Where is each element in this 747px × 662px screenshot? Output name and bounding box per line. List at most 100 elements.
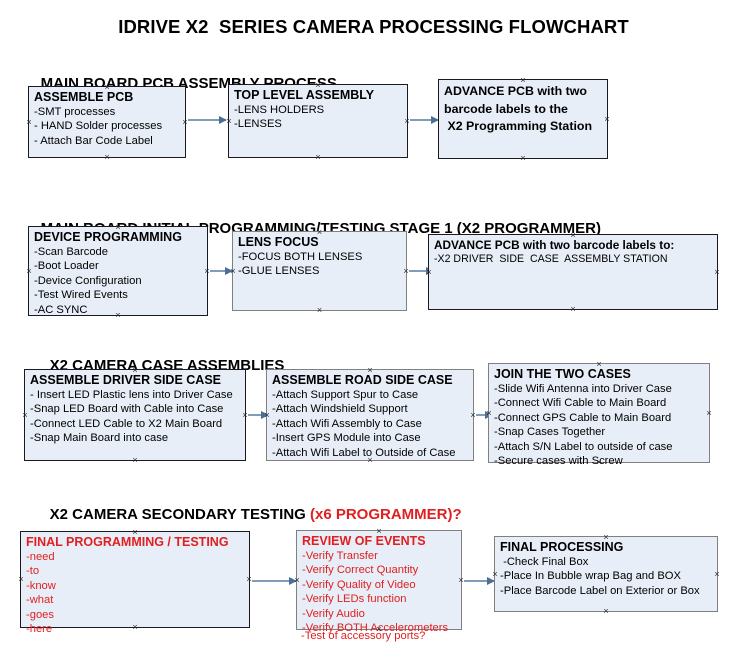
node-title: ASSEMBLE ROAD SIDE CASE — [272, 373, 453, 387]
node-title: FINAL PROCESSING — [500, 540, 624, 554]
connector-handle-top[interactable] — [367, 367, 374, 374]
arrow-1-2 — [410, 115, 439, 124]
node-line: -Verify BOTH Accelerometers — [302, 622, 449, 635]
node-line: -Attach Support Spur to Case — [272, 388, 419, 401]
node-advance-pcb-to-driver-side-case[interactable]: ADVANCE PCB with two barcode labels to: … — [428, 234, 718, 310]
node-line: -Verify Audio — [302, 607, 365, 620]
connector-handle-right[interactable] — [706, 410, 713, 417]
node-join-the-two-cases[interactable]: JOIN THE TWO CASES -Slide Wifi Antenna i… — [486, 361, 713, 467]
node-line: -Verify Transfer — [302, 549, 378, 562]
node-line: -Scan Barcode — [34, 245, 109, 258]
node-line: - HAND Solder processes — [34, 120, 163, 133]
connector-handle-right[interactable] — [714, 571, 721, 578]
node-line: -SMT processes — [34, 105, 116, 118]
connector-handle-left[interactable] — [492, 571, 499, 578]
connector-handle-bottom[interactable] — [367, 457, 374, 464]
arrow-4-1 — [252, 576, 297, 585]
node-line: -Attach S/N Label to outside of case — [494, 440, 673, 453]
node-title: TOP LEVEL ASSEMBLY — [234, 88, 375, 102]
node-title: JOIN THE TWO CASES — [494, 367, 631, 381]
connector-handle-left[interactable] — [264, 412, 271, 419]
connector-handle-top[interactable] — [596, 361, 603, 368]
node-line: -Connect GPS Cable to Main Board — [494, 411, 672, 424]
connector-handle-bottom[interactable] — [603, 608, 610, 615]
connector-handle-top[interactable] — [104, 84, 111, 91]
connector-handle-top[interactable] — [570, 232, 577, 239]
node-line: -Device Configuration — [34, 274, 142, 287]
connector-handle-bottom[interactable] — [596, 459, 603, 466]
node-title: ADVANCE PCB with two barcode labels to: — [434, 238, 675, 252]
node-line: -FOCUS BOTH LENSES — [238, 250, 363, 263]
connector-handle-right[interactable] — [714, 269, 721, 276]
connector-handle-top[interactable] — [132, 367, 139, 374]
node-line: -what — [26, 594, 54, 607]
connector-handle-bottom[interactable] — [520, 155, 527, 162]
node-line: -Test Wired Events — [34, 289, 128, 302]
connector-handle-left[interactable] — [22, 412, 29, 419]
connector-handle-top[interactable] — [132, 529, 139, 536]
connector-handle-top[interactable] — [603, 534, 610, 541]
node-line: - Insert LED Plastic lens into Driver Ca… — [30, 388, 233, 401]
node-assemble-road-side-case[interactable]: ASSEMBLE ROAD SIDE CASE -Attach Support … — [266, 369, 474, 461]
section-heading-4: X2 CAMERA SECONDARY TESTING (x6 PROGRAMM… — [33, 489, 462, 540]
node-body: -Slide Wifi Antenna into Driver Case -Co… — [494, 382, 705, 470]
connector-handle-top[interactable] — [316, 229, 323, 236]
node-line: -to — [26, 565, 40, 578]
node-body: -Attach Support Spur to Case -Attach Win… — [272, 388, 469, 461]
node-line: -Place In Bubble wrap Bag and BOX — [500, 570, 681, 583]
node-line: -X2 DRIVER SIDE CASE ASSEMBLY STATION — [434, 252, 668, 265]
node-title: DEVICE PROGRAMMING — [34, 230, 182, 244]
node-line: barcode labels to the — [444, 101, 568, 116]
node-line: -Verify LEDs function — [302, 593, 407, 606]
connector-handle-top[interactable] — [115, 224, 122, 231]
connector-handle-bottom[interactable] — [315, 154, 322, 161]
node-lens-focus[interactable]: LENS FOCUS -FOCUS BOTH LENSES -GLUE LENS… — [232, 231, 407, 311]
connector-handle-bottom[interactable] — [132, 624, 139, 631]
node-final-programming-testing[interactable]: FINAL PROGRAMMING / TESTING -need -to -k… — [18, 529, 250, 635]
section-heading-4-accent: (x6 PROGRAMMER)? — [309, 506, 462, 523]
node-title: REVIEW OF EVENTS — [302, 534, 426, 548]
node-line: -LENS HOLDERS — [234, 103, 325, 116]
node-device-programming[interactable]: DEVICE PROGRAMMING -Scan Barcode -Boot L… — [28, 226, 208, 316]
node-line: -Attach Wifi Assembly to Case — [272, 417, 422, 430]
node-line: -know — [26, 579, 56, 592]
node-assemble-driver-side-case[interactable]: ASSEMBLE DRIVER SIDE CASE - Insert LED P… — [24, 369, 246, 461]
node-line: -Connect Wifi Cable to Main Board — [494, 397, 667, 410]
connector-handle-bottom[interactable] — [570, 306, 577, 313]
node-line: -Attach Windshield Support — [272, 403, 408, 416]
node-line: -GLUE LENSES — [238, 265, 320, 278]
node-title: ASSEMBLE PCB — [34, 90, 134, 104]
connector-handle-top[interactable] — [315, 82, 322, 89]
node-line: -Place Barcode Label on Exterior or Box — [500, 584, 700, 597]
node-body: -LENS HOLDERS -LENSES — [234, 103, 403, 132]
connector-handle-left[interactable] — [230, 268, 237, 275]
node-top-level-assembly[interactable]: TOP LEVEL ASSEMBLY -LENS HOLDERS -LENSES — [228, 84, 408, 158]
node-assemble-pcb[interactable]: ASSEMBLE PCB -SMT processes - HAND Solde… — [28, 86, 186, 158]
node-line: -Verify Quality of Video — [302, 578, 416, 591]
arrow-4-2 — [464, 576, 495, 585]
connector-handle-left[interactable] — [294, 577, 301, 584]
connector-handle-left[interactable] — [486, 410, 493, 417]
connector-handle-bottom[interactable] — [316, 307, 323, 314]
connector-handle-top[interactable] — [520, 77, 527, 84]
connector-handle-bottom[interactable] — [115, 312, 122, 319]
connector-handle-left[interactable] — [26, 268, 33, 275]
arrow-1-1 — [188, 115, 227, 124]
connector-handle-bottom[interactable] — [104, 154, 111, 161]
connector-handle-left[interactable] — [226, 118, 233, 125]
node-line: -AC SYNC — [34, 303, 88, 316]
node-review-of-events[interactable]: REVIEW OF EVENTS -Verify Transfer -Verif… — [294, 528, 462, 634]
node-line: -Slide Wifi Antenna into Driver Case — [494, 382, 672, 395]
connector-handle-left[interactable] — [18, 576, 25, 583]
node-final-processing[interactable]: FINAL PROCESSING -Check Final Box -Place… — [494, 536, 718, 612]
node-body: ADVANCE PCB with two barcode labels to t… — [444, 83, 603, 136]
connector-handle-bottom[interactable] — [132, 457, 139, 464]
connector-handle-top[interactable] — [376, 528, 383, 535]
connector-handle-left[interactable] — [26, 119, 33, 126]
node-advance-pcb-to-programming-station[interactable]: ADVANCE PCB with two barcode labels to t… — [438, 79, 608, 159]
node-line: ADVANCE PCB with two — [444, 84, 587, 98]
node-body: -FOCUS BOTH LENSES -GLUE LENSES — [238, 250, 402, 279]
connector-handle-right[interactable] — [604, 116, 611, 123]
node-line: -Connect LED Cable to X2 Main Board — [30, 417, 223, 430]
connector-handle-left[interactable] — [426, 269, 433, 276]
